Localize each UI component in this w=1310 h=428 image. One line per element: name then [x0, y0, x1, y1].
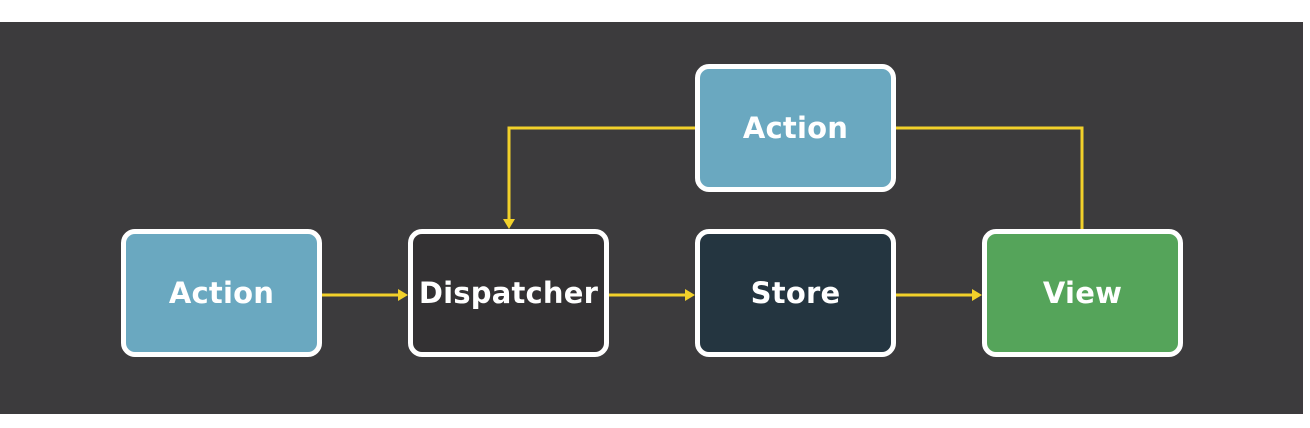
- arrowhead-dispatcher: [398, 289, 408, 301]
- edge-view-to-action-top: [896, 126, 1084, 229]
- view-node: View: [982, 229, 1183, 357]
- dispatcher-node: Dispatcher: [408, 229, 609, 357]
- action-node-top: Action: [695, 64, 896, 192]
- store-node-label: Store: [750, 276, 841, 310]
- arrowhead-view: [972, 289, 982, 301]
- action-node-top-label: Action: [742, 111, 849, 145]
- arrowhead-dispatcher: [503, 219, 515, 229]
- arrowhead-store: [685, 289, 695, 301]
- view-node-label: View: [1042, 276, 1123, 310]
- dispatcher-node-label: Dispatcher: [418, 276, 599, 310]
- action-node-left-label: Action: [168, 276, 275, 310]
- action-node-left: Action: [121, 229, 322, 357]
- edge-action-top-to-dispatcher: [507, 126, 695, 219]
- store-node: Store: [695, 229, 896, 357]
